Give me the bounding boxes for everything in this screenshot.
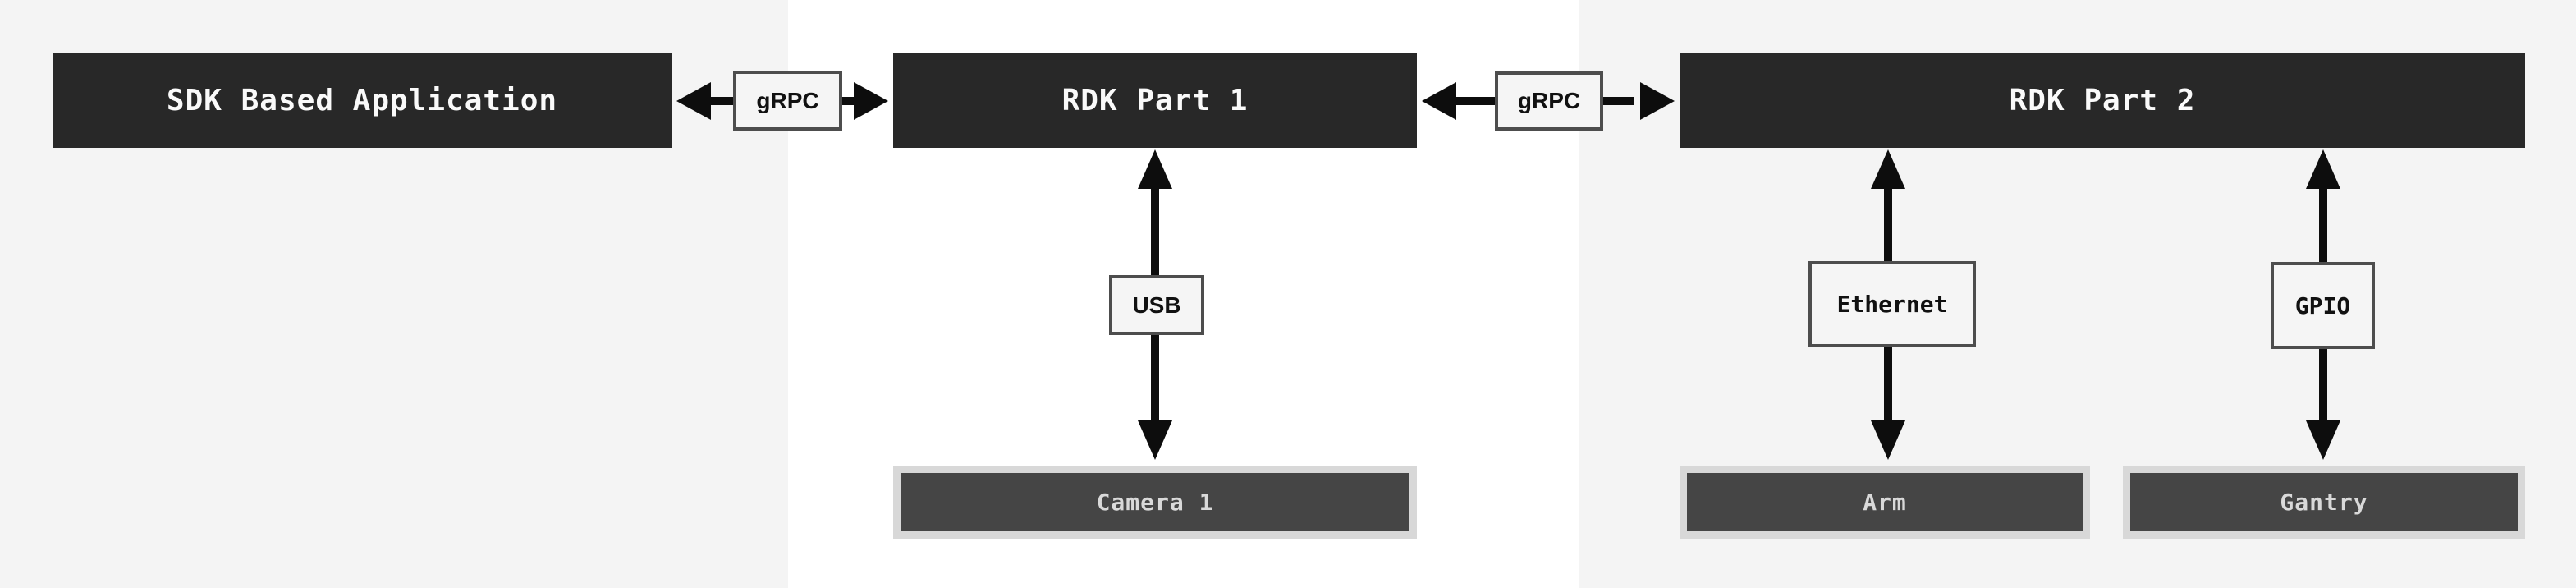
node-rdk-part-1-label: RDK Part 1 xyxy=(1061,83,1249,117)
camera-1-label: Camera 1 xyxy=(1096,489,1214,516)
arrowhead-down-icon xyxy=(1138,420,1172,460)
node-sdk-based-application: SDK Based Application xyxy=(53,53,672,148)
grpc-left-label-text: gRPC xyxy=(756,87,819,113)
peripheral-arm-inner: Arm xyxy=(1687,473,2083,531)
peripheral-camera-1-inner: Camera 1 xyxy=(901,473,1409,531)
node-rdk-part-2: RDK Part 2 xyxy=(1680,53,2525,148)
connector-label-ethernet: Ethernet xyxy=(1808,261,1976,347)
usb-label-text: USB xyxy=(1132,292,1181,318)
node-sdk-label: SDK Based Application xyxy=(166,83,558,117)
connector-label-usb: USB xyxy=(1109,275,1204,335)
connector-label-gpio: GPIO xyxy=(2271,262,2375,349)
peripheral-gantry-inner: Gantry xyxy=(2130,473,2518,531)
connector-label-grpc-left: gRPC xyxy=(733,71,842,131)
peripheral-camera-1: Camera 1 xyxy=(893,466,1417,539)
gpio-label-text: GPIO xyxy=(2294,292,2351,319)
connector-label-grpc-right: gRPC xyxy=(1495,71,1603,131)
node-rdk-part-1: RDK Part 1 xyxy=(893,53,1417,148)
arrowhead-down-icon xyxy=(2306,420,2340,460)
grpc-right-label-text: gRPC xyxy=(1517,88,1581,113)
ethernet-label-text: Ethernet xyxy=(1836,291,1948,318)
peripheral-gantry: Gantry xyxy=(2123,466,2525,539)
arrowhead-right-icon xyxy=(1640,82,1675,120)
node-rdk-part-2-label: RDK Part 2 xyxy=(2009,83,2196,117)
gantry-label: Gantry xyxy=(2280,489,2368,516)
arrowhead-down-icon xyxy=(1871,420,1905,460)
arrowhead-right-icon xyxy=(854,82,888,120)
arm-label: Arm xyxy=(1863,489,1907,516)
peripheral-arm: Arm xyxy=(1680,466,2090,539)
